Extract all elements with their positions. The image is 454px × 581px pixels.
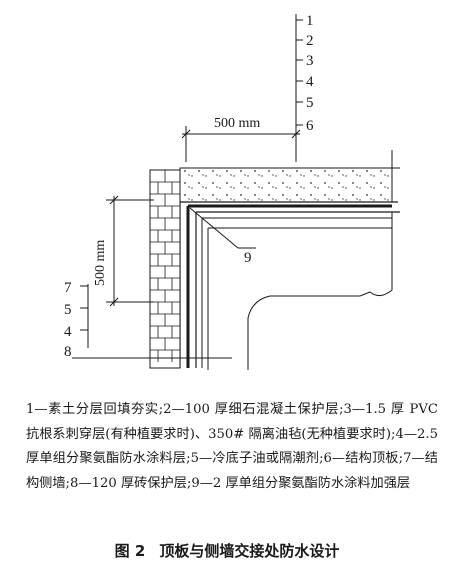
label-3: 3 xyxy=(306,53,314,69)
label-5-left: 5 xyxy=(64,302,72,318)
label-5: 5 xyxy=(306,95,314,111)
roof-wall-junction-diagram: 1 2 3 4 5 6 500 mm xyxy=(64,13,400,370)
dimension-vertical xyxy=(106,195,154,307)
figure-title: 图 2 顶板与侧墙交接处防水设计 xyxy=(0,540,454,561)
label-4-left: 4 xyxy=(64,324,72,340)
figure-legend: 1—素土分层回填夯实;2—100 厚细石混凝土保护层;3—1.5 厚 PVC 抗… xyxy=(26,402,438,491)
label-2: 2 xyxy=(306,33,314,49)
figure-number: 图 2 xyxy=(114,542,146,560)
label-7: 7 xyxy=(64,280,72,296)
concrete-protection-layer xyxy=(179,167,393,203)
dimension-horizontal-label: 500 mm xyxy=(214,116,260,131)
label-4: 4 xyxy=(306,74,314,90)
label-9: 9 xyxy=(244,250,252,266)
brick-protection-wall xyxy=(149,169,181,369)
label-6: 6 xyxy=(306,118,314,134)
dimension-vertical-label: 500 mm xyxy=(93,240,108,286)
dimension-horizontal xyxy=(181,126,301,162)
label-1: 1 xyxy=(306,13,314,29)
figure-title-text: 顶板与侧墙交接处防水设计 xyxy=(159,542,340,560)
waterproof-layers-side xyxy=(179,202,203,368)
left-leader-lines xyxy=(72,284,232,359)
label-8: 8 xyxy=(64,344,72,360)
top-leader-lines xyxy=(295,14,303,160)
structural-slab-and-wall xyxy=(207,212,393,370)
callout-9-leader xyxy=(189,207,239,249)
waterproof-layers-top xyxy=(180,201,400,219)
